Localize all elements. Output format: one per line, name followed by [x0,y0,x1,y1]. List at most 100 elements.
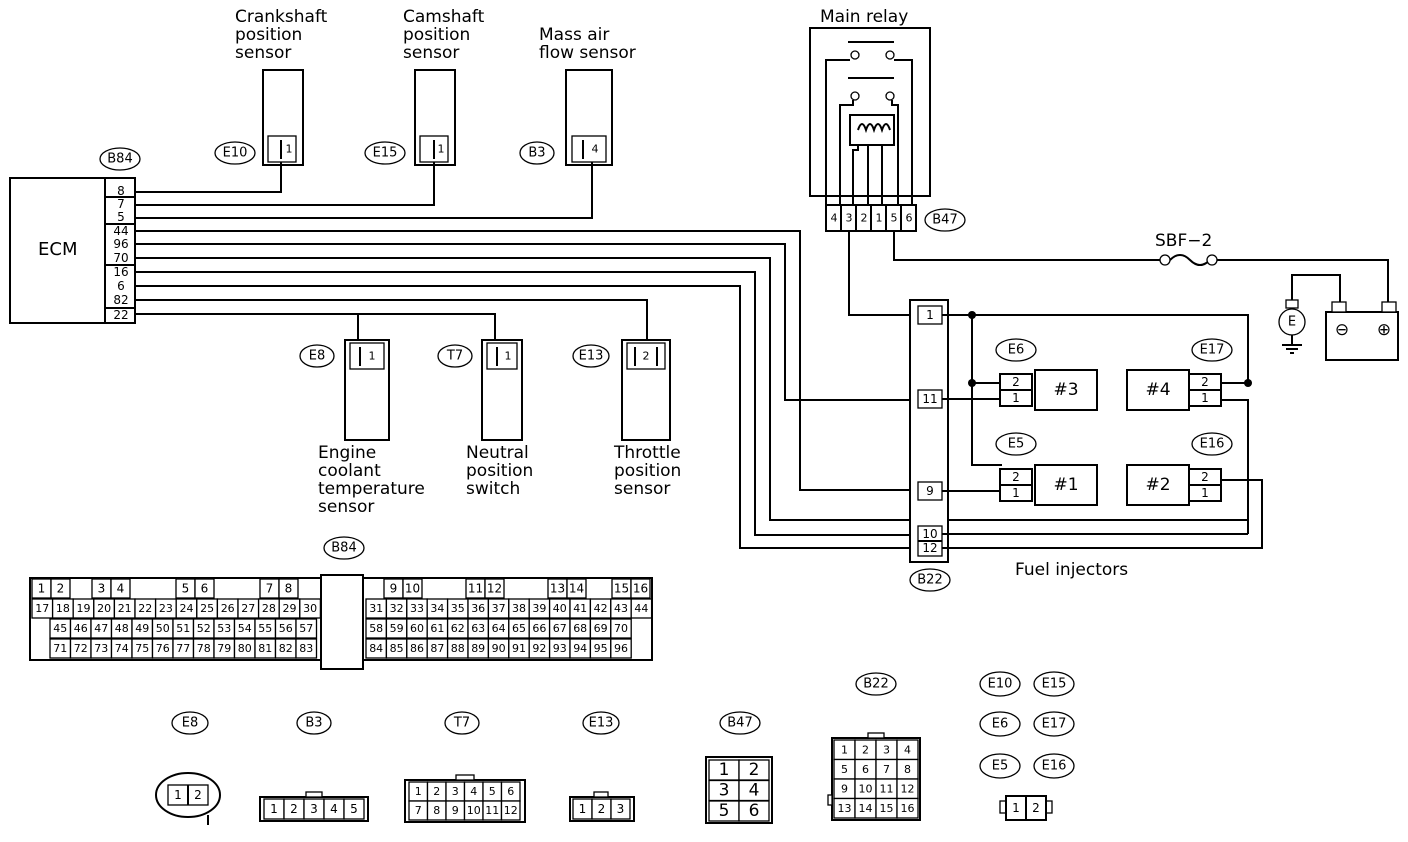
injector-3: #3 2 1 [999,369,1098,411]
pin-number: 87 [430,642,444,655]
svg-text:#3: #3 [1053,380,1078,400]
pin-number: 61 [430,622,444,635]
ground-icon: E [1288,315,1296,330]
svg-text:E10: E10 [223,146,248,161]
relay-pin: 6 [906,212,913,225]
pin-number: 14 [569,582,584,596]
svg-text:B3: B3 [528,146,545,161]
pin-cell [194,578,215,599]
b22-pin: 10 [922,527,937,541]
face-tag-b47: B47 [719,711,761,735]
pin-number: 43 [614,602,628,615]
pin-number: 53 [217,622,231,635]
pin-number: 15 [880,802,894,815]
pin-number: 6 [201,582,209,596]
relay-pin: 2 [861,212,868,225]
svg-text:1: 1 [1012,801,1020,815]
pin-number: 12 [504,804,518,817]
pin-cell [500,800,521,821]
connector-tag-b3: B3 [519,141,555,165]
pin-number: 1 [579,802,587,816]
pin-number: 13 [838,802,852,815]
svg-text:2: 2 [1012,375,1020,389]
pin-number: 27 [241,602,255,615]
svg-text:#1: #1 [1053,475,1078,495]
pin-number: 19 [77,602,91,615]
svg-text:E6: E6 [1008,343,1025,358]
ecm-pin: 5 [117,210,125,224]
pin-number: 58 [369,622,383,635]
pin-number: 92 [532,642,546,655]
b22-pin: 11 [922,392,937,406]
pin-number: 41 [573,602,587,615]
pin-number: 9 [452,804,459,817]
connector-tag-b84-ecm: B84 [99,147,141,171]
svg-text:position: position [466,461,533,481]
pin-number: 4 [749,781,760,801]
pin-number: 49 [135,622,149,635]
svg-text:E15: E15 [373,146,398,161]
pin-number: 5 [841,763,848,776]
pin-number: 95 [594,642,608,655]
pin-number: 64 [492,622,506,635]
connector-latch [827,794,833,806]
neutral-position-switch: 1 [481,339,523,441]
svg-text:Mass air: Mass air [539,25,609,45]
svg-text:#4: #4 [1145,380,1170,400]
pin-number: 84 [369,642,383,655]
injector-4: #4 2 1 [1126,369,1222,411]
pin-number: 74 [115,642,129,655]
pin-number: 1 [270,802,278,816]
connector-key [320,574,364,670]
svg-text:E13: E13 [589,716,614,731]
injector-1: #1 2 1 [999,464,1098,506]
legend-tag: E10 [988,677,1013,692]
svg-text:ECM: ECM [38,239,77,260]
pin-number: 22 [138,602,152,615]
pin-number: 48 [115,622,129,635]
pin-number: 17 [35,602,49,615]
neutral-switch-label: Neutral position switch [466,443,533,499]
svg-text:2: 2 [1201,375,1209,389]
svg-text:Neutral: Neutral [466,443,529,463]
pin-number: 7 [415,804,422,817]
pin-number: 54 [238,622,252,635]
connector-latch [867,732,885,739]
pin-number: 82 [279,642,293,655]
pin-number: 2 [862,743,869,756]
pin-number: 24 [180,602,194,615]
pin-number: 57 [299,622,313,635]
svg-text:2: 2 [1201,470,1209,484]
relay-pin: 5 [891,212,898,225]
svg-text:1: 1 [1012,391,1020,405]
connector-tag-e17: E17 [1191,338,1233,362]
svg-text:1: 1 [286,143,293,156]
pin-number: 29 [283,602,297,615]
ecm-pin: 44 [113,224,128,238]
pin-number: 3 [310,802,318,816]
pin-number: 4 [330,802,338,816]
b22-pin: 1 [926,308,934,322]
pin-number: 6 [507,785,514,798]
svg-text:Throttle: Throttle [613,443,681,463]
pin-number: 55 [258,622,272,635]
pin-number: 21 [118,602,132,615]
connector-tag-e10: E10 [214,141,256,165]
pin-number: 2 [57,582,65,596]
svg-text:1: 1 [505,350,512,363]
crankshaft-position-sensor: 1 [262,69,304,166]
pin-cell [50,578,71,599]
connector-latch [455,774,475,781]
pin-number: 4 [470,785,477,798]
pin-number: 44 [634,602,648,615]
pin-cell [295,638,318,659]
connector-latch [593,791,609,798]
pin-cell [896,797,919,819]
svg-text:2: 2 [194,788,202,802]
pin-number: 76 [156,642,170,655]
pin-number: 2 [290,802,298,816]
pin-number: 81 [258,642,272,655]
